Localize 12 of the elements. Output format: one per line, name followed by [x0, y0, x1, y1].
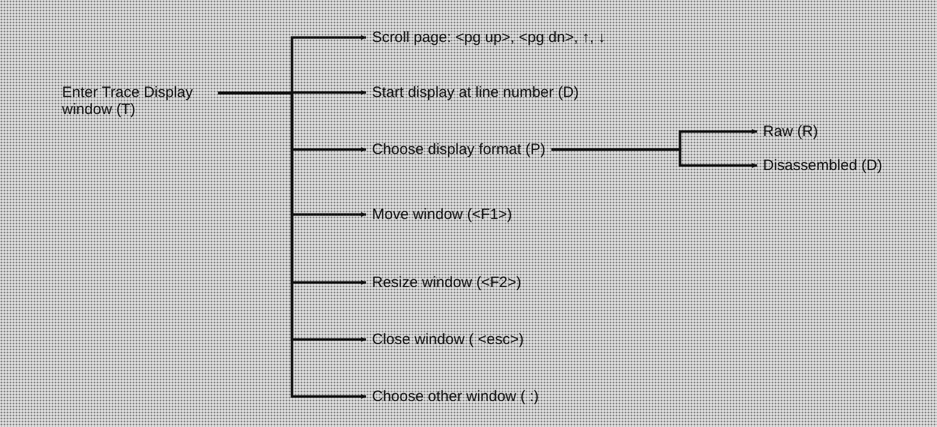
node-label: Disassembled (D) — [763, 157, 882, 174]
node-label: Choose other window ( :) — [372, 388, 539, 405]
arrow — [551, 148, 757, 168]
node-label: Raw (R) — [763, 123, 818, 140]
node-label: Scroll page: <pg up>, <pg dn>, ↑, ↓ — [372, 29, 606, 46]
arrow — [218, 92, 366, 399]
node-label: Move window (<F1>) — [372, 206, 512, 223]
node-label: Resize window (<F2>) — [372, 274, 522, 291]
node-label: Close window ( <esc>) — [372, 331, 524, 348]
node-label: Choose display format (P) — [372, 141, 546, 158]
node-label: Enter Trace Display window (T) — [62, 84, 193, 118]
node-label: Start display at line number (D) — [372, 84, 579, 101]
